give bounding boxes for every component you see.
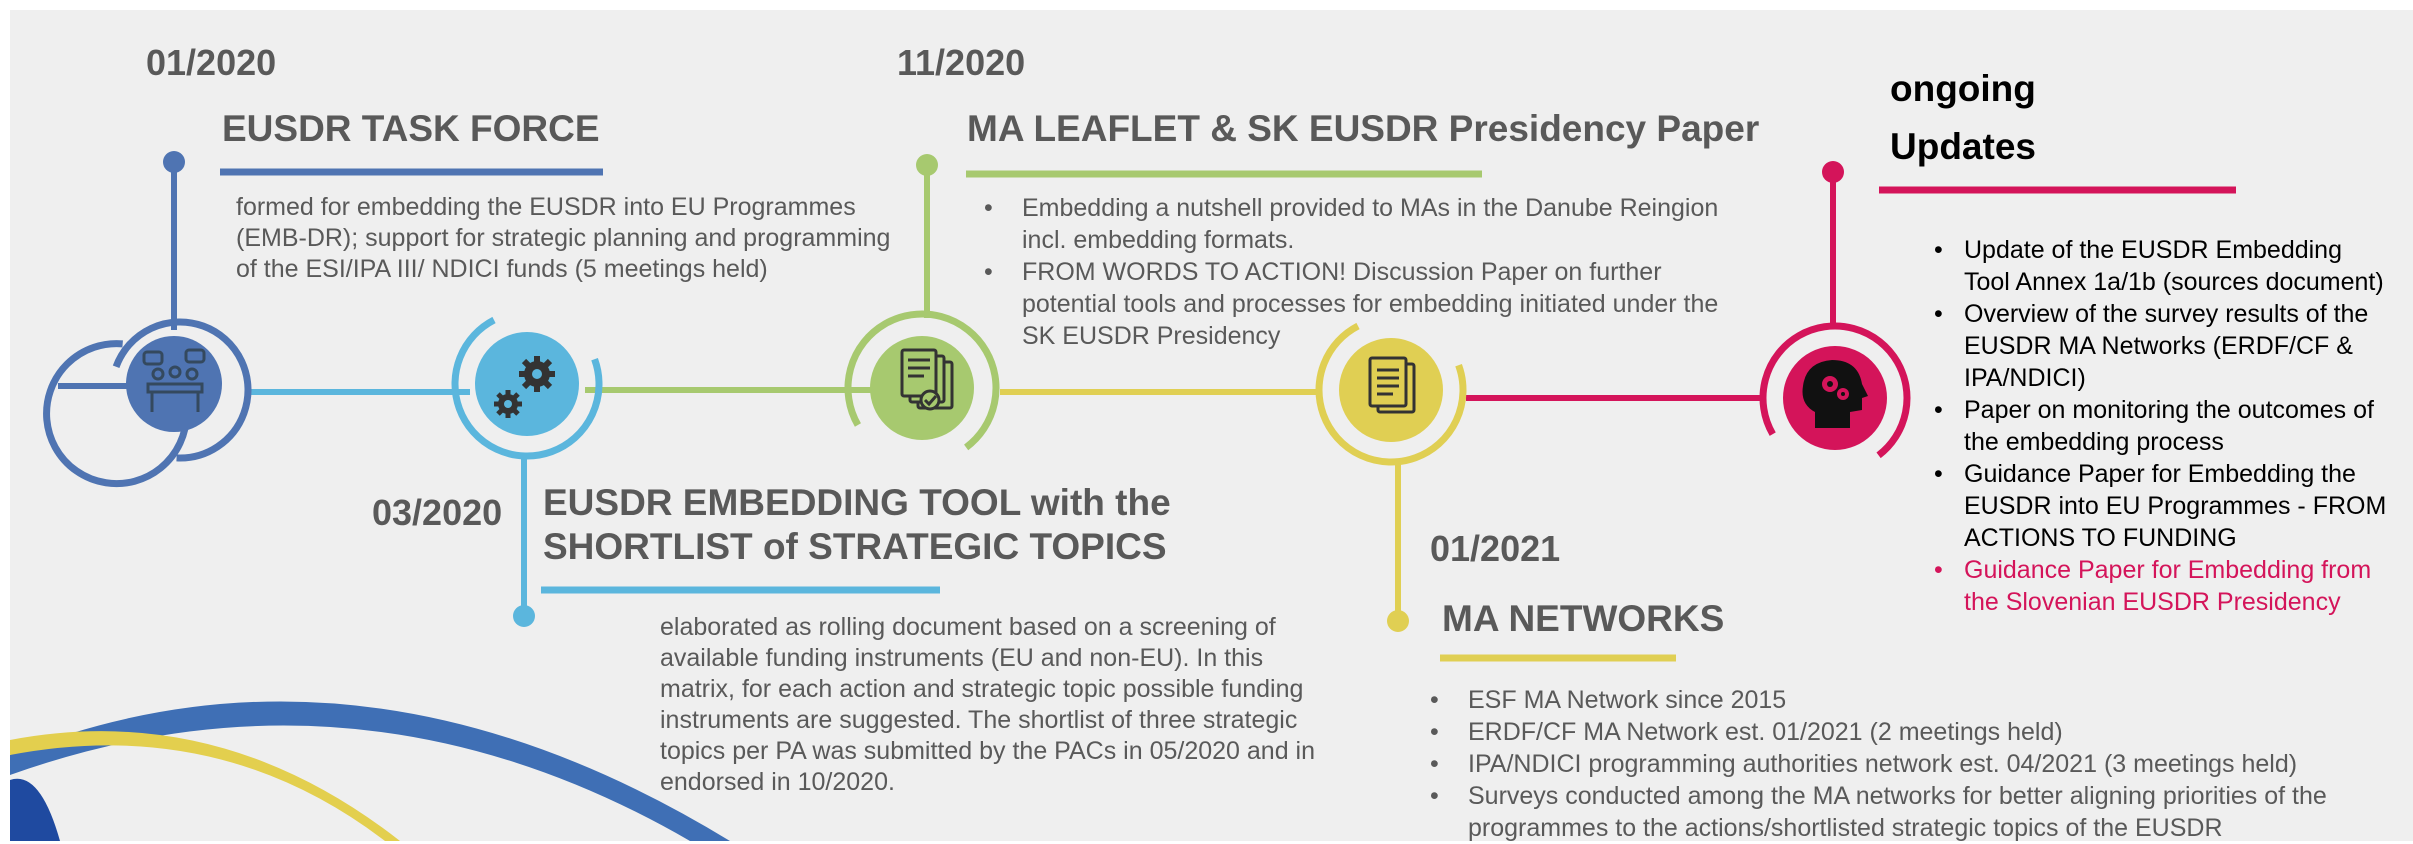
title-ma-leaflet: MA LEAFLET & SK EUSDR Presidency Paper xyxy=(967,108,1760,149)
list-item: Surveys conducted among the MA networks … xyxy=(1430,780,2410,844)
list-ma-leaflet: Embedding a nutshell provided to MAs in … xyxy=(984,192,1744,352)
node-ongoing xyxy=(1759,161,1911,474)
title-ma-networks: MA NETWORKS xyxy=(1442,598,1725,639)
title-embedding-tool-line1: EUSDR EMBEDDING TOOL with the xyxy=(543,482,1171,523)
text-embedding-tool: elaborated as rolling document based on … xyxy=(660,613,1316,796)
list-item-highlight: Guidance Paper for Embedding from the Sl… xyxy=(1934,554,2394,618)
date-ma-leaflet: 11/2020 xyxy=(897,42,1026,83)
date-embedding-tool: 03/2020 xyxy=(372,492,503,533)
date-ongoing: ongoing xyxy=(1890,68,2036,109)
documents-check-icon xyxy=(900,348,954,411)
date-ma-networks: 01/2021 xyxy=(1430,528,1561,569)
gears-icon xyxy=(494,356,555,418)
list-item: ESF MA Network since 2015 xyxy=(1430,684,2410,716)
title-embedding-tool-line2: SHORTLIST of STRATEGIC TOPICS xyxy=(543,526,1167,567)
decorative-arcs xyxy=(10,701,730,841)
text-task-force: formed for embedding the EUSDR into EU P… xyxy=(236,193,891,283)
list-item: Overview of the survey results of the EU… xyxy=(1934,298,2394,394)
meeting-people-icon xyxy=(142,348,206,412)
date-task-force: 01/2020 xyxy=(146,42,277,83)
list-item: IPA/NDICI programming authorities networ… xyxy=(1430,748,2410,780)
title-ongoing: Updates xyxy=(1890,126,2036,167)
document-icon xyxy=(1368,356,1416,414)
list-ongoing: Update of the EUSDR Embedding Tool Annex… xyxy=(1934,234,2394,618)
node-embedding-tool xyxy=(451,308,603,627)
list-item: FROM WORDS TO ACTION! Discussion Paper o… xyxy=(984,256,1744,352)
head-gears-icon xyxy=(1802,360,1868,428)
list-item: Paper on monitoring the outcomes of the … xyxy=(1934,394,2394,458)
list-item: Guidance Paper for Embedding the EUSDR i… xyxy=(1934,458,2394,554)
list-item: Embedding a nutshell provided to MAs in … xyxy=(984,192,1744,256)
node-task-force xyxy=(43,151,252,488)
list-item: ERDF/CF MA Network est. 01/2021 (2 meeti… xyxy=(1430,716,2410,748)
list-item: Update of the EUSDR Embedding Tool Annex… xyxy=(1934,234,2394,298)
title-task-force: EUSDR TASK FORCE xyxy=(222,108,600,149)
list-ma-networks: ESF MA Network since 2015 ERDF/CF MA Net… xyxy=(1430,684,2410,844)
